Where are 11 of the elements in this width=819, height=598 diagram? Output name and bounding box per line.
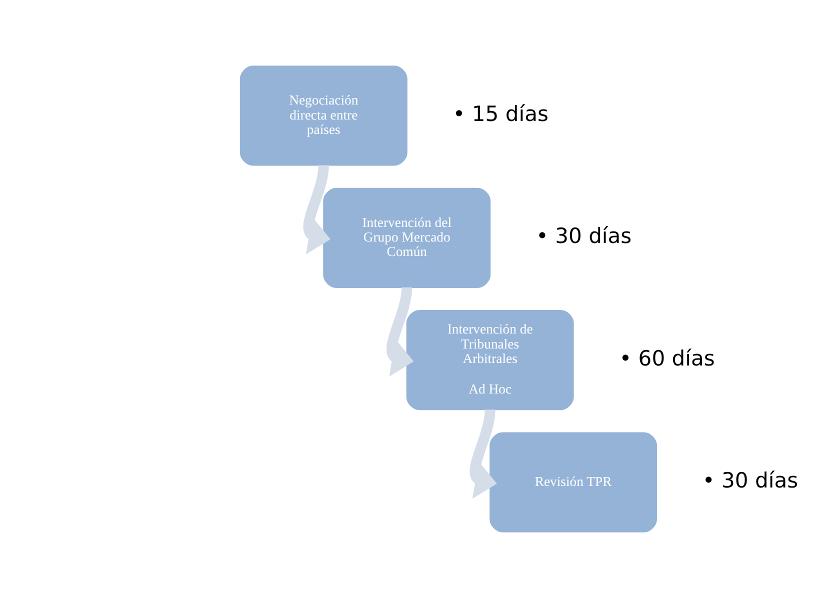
node-label: • 30 días bbox=[536, 223, 632, 248]
node-box: Revisión TPR bbox=[490, 432, 658, 532]
arrow bbox=[470, 409, 497, 499]
node-label: • 15 días bbox=[452, 100, 548, 126]
node-label: • 60 días bbox=[619, 345, 715, 370]
arrow bbox=[303, 164, 330, 254]
node-label: • 30 días bbox=[702, 468, 798, 493]
node-box: Negociación directa entre países bbox=[240, 66, 408, 166]
node-box: Intervención de Tribunales Arbitrales Ad Hoc bbox=[406, 310, 574, 410]
arrow bbox=[386, 287, 414, 377]
node-box: Intervención del Grupo Mercado Común bbox=[323, 188, 491, 288]
